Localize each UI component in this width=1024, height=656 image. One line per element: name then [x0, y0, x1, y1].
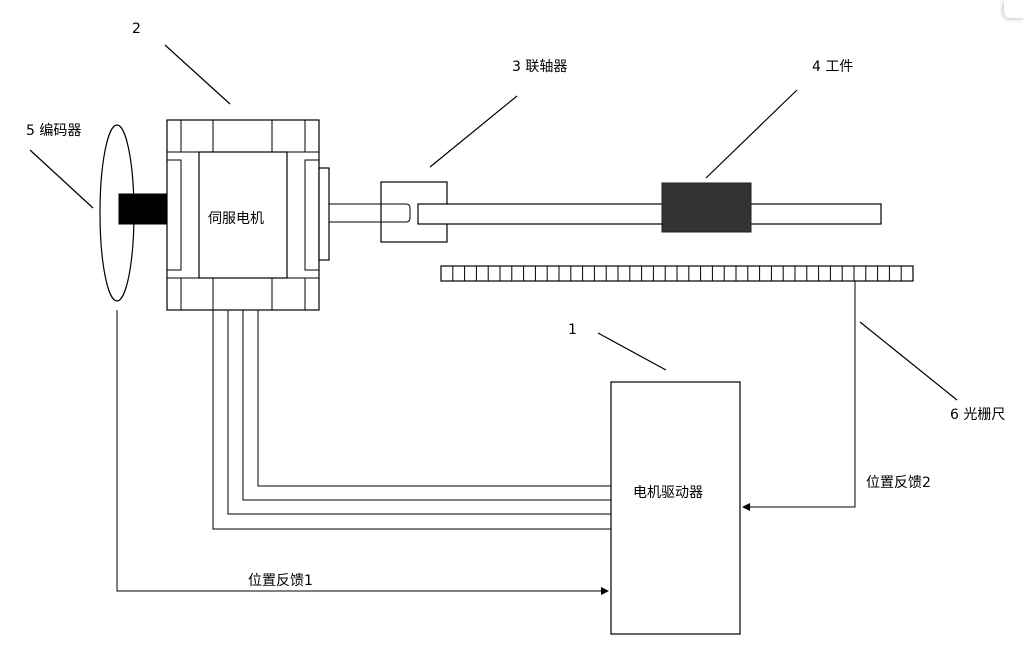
- leader-line-workpiece: [705, 89, 798, 179]
- leader-line-coupling: [429, 95, 518, 168]
- servo-motor: 伺服电机: [166, 119, 330, 311]
- leader-line-motor: [164, 44, 231, 105]
- label-grating: 6 光栅尺: [950, 407, 1005, 423]
- encoder-shaft: [118, 193, 167, 225]
- label-feedback-2: 位置反馈2: [866, 475, 931, 491]
- motor-cable-3: [227, 310, 611, 515]
- feedback-2-line: [742, 281, 856, 511]
- motor-cable-2: [242, 310, 611, 501]
- label-coupling: 3 联轴器: [512, 59, 567, 75]
- motor-side-notch-right: [304, 159, 319, 271]
- motor-bottom-right-block: [271, 277, 320, 311]
- label-workpiece: 4 工件: [812, 59, 853, 75]
- motor-side-notch-left: [167, 159, 182, 271]
- label-number-1: 1: [568, 322, 577, 338]
- coupling-shaft-end: [381, 203, 411, 223]
- leader-line-encoder: [29, 149, 94, 209]
- label-feedback-1: 位置反馈1: [248, 573, 313, 589]
- label-number-2: 2: [132, 21, 141, 37]
- motor-label: 伺服电机: [208, 211, 264, 227]
- motor-driver-box: [610, 381, 741, 635]
- grating-scale: [440, 265, 914, 282]
- feedback-1-line: [116, 310, 609, 595]
- workpiece-block: [661, 182, 752, 233]
- leader-line-driver: [597, 332, 667, 371]
- lead-screw: [417, 203, 882, 225]
- motor-top-right-block: [271, 119, 320, 153]
- motor-front-flange: [318, 167, 330, 261]
- motor-inner-body: [198, 151, 288, 279]
- motor-cable-4: [212, 310, 611, 530]
- window-corner-widget: [1004, 0, 1024, 18]
- label-encoder: 5 编码器: [26, 123, 81, 139]
- leader-line-grating: [859, 321, 958, 401]
- motor-cable-1: [257, 310, 611, 487]
- motor-driver-label: 电机驱动器: [633, 485, 703, 501]
